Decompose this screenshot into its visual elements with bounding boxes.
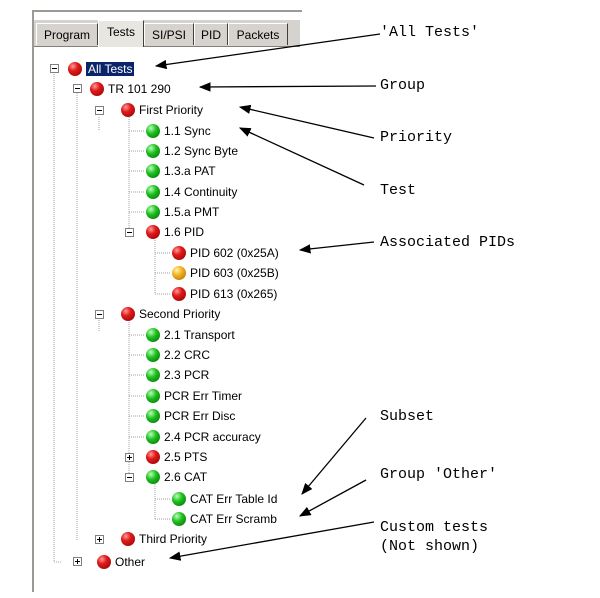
tree-node-label: All Tests <box>86 62 135 76</box>
pass-status-icon <box>146 328 160 342</box>
tree-node-sync-byte[interactable]: 1.2 Sync Byte <box>146 141 238 161</box>
tree-node-label: First Priority <box>139 103 203 117</box>
pass-status-icon <box>172 512 186 526</box>
tab-si-psi[interactable]: SI/PSI <box>144 23 194 45</box>
pass-status-icon <box>146 368 160 382</box>
tree-node-transport[interactable]: 2.1 Transport <box>146 325 235 345</box>
tree-node-third-priority[interactable]: Third Priority <box>121 529 207 549</box>
tree-node-pid[interactable]: 1.6 PID <box>146 222 204 242</box>
tree-node-label: PID 602 (0x25A) <box>190 246 279 260</box>
tab-tests[interactable]: Tests <box>98 20 144 47</box>
tree-node-sync[interactable]: 1.1 Sync <box>146 121 211 141</box>
expand-pts-toggle[interactable] <box>125 453 134 462</box>
annotation-associated-pids: Associated PIDs <box>380 234 516 251</box>
annotation-group: Group <box>380 77 426 94</box>
tab-program[interactable]: Program <box>36 23 98 45</box>
collapse-all-tests-toggle[interactable] <box>50 64 59 73</box>
annotation-test: Test <box>380 182 417 199</box>
tree-node-label: 1.2 Sync Byte <box>164 144 239 158</box>
pass-status-icon <box>146 144 160 158</box>
tree-node-label: 1.5.a PMT <box>164 205 220 219</box>
expand-third-priority-toggle[interactable] <box>95 535 104 544</box>
tree-node-label: 1.4 Continuity <box>164 185 238 199</box>
pass-status-icon <box>146 430 160 444</box>
tree-node-label: PCR Err Timer <box>164 389 242 403</box>
tree-node-group[interactable]: TR 101 290 <box>90 79 171 99</box>
tree-node-label: 1.1 Sync <box>164 124 211 138</box>
annotation-subset: Subset <box>380 408 435 425</box>
tree-node-pid-602[interactable]: PID 602 (0x25A) <box>172 243 279 263</box>
fail-status-icon <box>172 287 186 301</box>
annotation-all-tests: 'All Tests' <box>380 24 480 41</box>
tree-node-label: 2.3 PCR <box>164 368 210 382</box>
collapse-pid-toggle[interactable] <box>125 228 134 237</box>
tree-node-label: 1.6 PID <box>164 225 205 239</box>
tree-node-label: CAT Err Table Id <box>190 492 278 506</box>
tree-node-all-tests[interactable]: All Tests <box>68 59 135 79</box>
pass-status-icon <box>146 124 160 138</box>
pass-status-icon <box>146 185 160 199</box>
tree-node-label: Third Priority <box>139 532 208 546</box>
tree-node-pts[interactable]: 2.5 PTS <box>146 447 207 467</box>
tree-node-crc[interactable]: 2.2 CRC <box>146 345 210 365</box>
collapse-first-priority-toggle[interactable] <box>95 106 104 115</box>
tree-node-label: Second Priority <box>139 307 221 321</box>
fail-status-icon <box>68 62 82 76</box>
tree-node-pid-603[interactable]: PID 603 (0x25B) <box>172 263 279 283</box>
pass-status-icon <box>146 348 160 362</box>
fail-status-icon <box>121 532 135 546</box>
tree-node-label: PID 603 (0x25B) <box>190 266 279 280</box>
pass-status-icon <box>146 164 160 178</box>
tree-node-pcr-err-timer[interactable]: PCR Err Timer <box>146 386 242 406</box>
tree-node-label: CAT Err Scramb <box>190 512 277 526</box>
tree-node-label: 2.6 CAT <box>164 470 208 484</box>
fail-status-icon <box>90 82 104 96</box>
collapse-second-priority-toggle[interactable] <box>95 310 104 319</box>
tree-node-cat[interactable]: 2.6 CAT <box>146 467 207 487</box>
collapse-group-toggle[interactable] <box>73 84 82 93</box>
tree-node-label: 2.5 PTS <box>164 450 208 464</box>
fail-status-icon <box>146 225 160 239</box>
pass-status-icon <box>146 205 160 219</box>
tree-node-continuity[interactable]: 1.4 Continuity <box>146 182 237 202</box>
pass-status-icon <box>146 409 160 423</box>
tree-node-pcr-accuracy[interactable]: 2.4 PCR accuracy <box>146 427 261 447</box>
tree-node-cat-err-scramb[interactable]: CAT Err Scramb <box>172 509 277 529</box>
warning-status-icon <box>172 266 186 280</box>
tree-node-pcr-err-disc[interactable]: PCR Err Disc <box>146 406 235 426</box>
tree-node-label: 2.4 PCR accuracy <box>164 430 261 444</box>
tree-node-label: PCR Err Disc <box>164 409 236 423</box>
tree-node-first-priority[interactable]: First Priority <box>121 100 203 120</box>
tab-bar: Program Tests SI/PSI PID Packets <box>34 20 300 47</box>
annotation-custom-tests: Custom tests (Not shown) <box>380 519 489 555</box>
tree-node-label: 2.2 CRC <box>164 348 211 362</box>
tree-node-label: TR 101 290 <box>108 82 171 96</box>
fail-status-icon <box>172 246 186 260</box>
tree-node-pmt[interactable]: 1.5.a PMT <box>146 202 219 222</box>
fail-status-icon <box>121 103 135 117</box>
pass-status-icon <box>146 470 160 484</box>
annotation-group-other: Group 'Other' <box>380 466 498 483</box>
tab-pid[interactable]: PID <box>194 23 228 45</box>
fail-status-icon <box>146 450 160 464</box>
tab-packets[interactable]: Packets <box>228 23 288 45</box>
tree-node-cat-err-table-id[interactable]: CAT Err Table Id <box>172 489 277 509</box>
expand-other-toggle[interactable] <box>73 557 82 566</box>
fail-status-icon <box>121 307 135 321</box>
tree-node-pcr[interactable]: 2.3 PCR <box>146 365 209 385</box>
annotation-priority: Priority <box>380 129 453 146</box>
tree-node-label: PID 613 (0x265) <box>190 287 278 301</box>
tree-node-pat[interactable]: 1.3.a PAT <box>146 161 216 181</box>
fail-status-icon <box>97 555 111 569</box>
pass-status-icon <box>172 492 186 506</box>
tree-node-pid-613[interactable]: PID 613 (0x265) <box>172 284 277 304</box>
tree-node-other[interactable]: Other <box>97 552 145 572</box>
tree-node-second-priority[interactable]: Second Priority <box>121 304 220 324</box>
tree-node-label: Other <box>115 555 146 569</box>
tree-node-label: 2.1 Transport <box>164 328 235 342</box>
tree-node-label: 1.3.a PAT <box>164 164 216 178</box>
pass-status-icon <box>146 389 160 403</box>
collapse-cat-toggle[interactable] <box>125 473 134 482</box>
